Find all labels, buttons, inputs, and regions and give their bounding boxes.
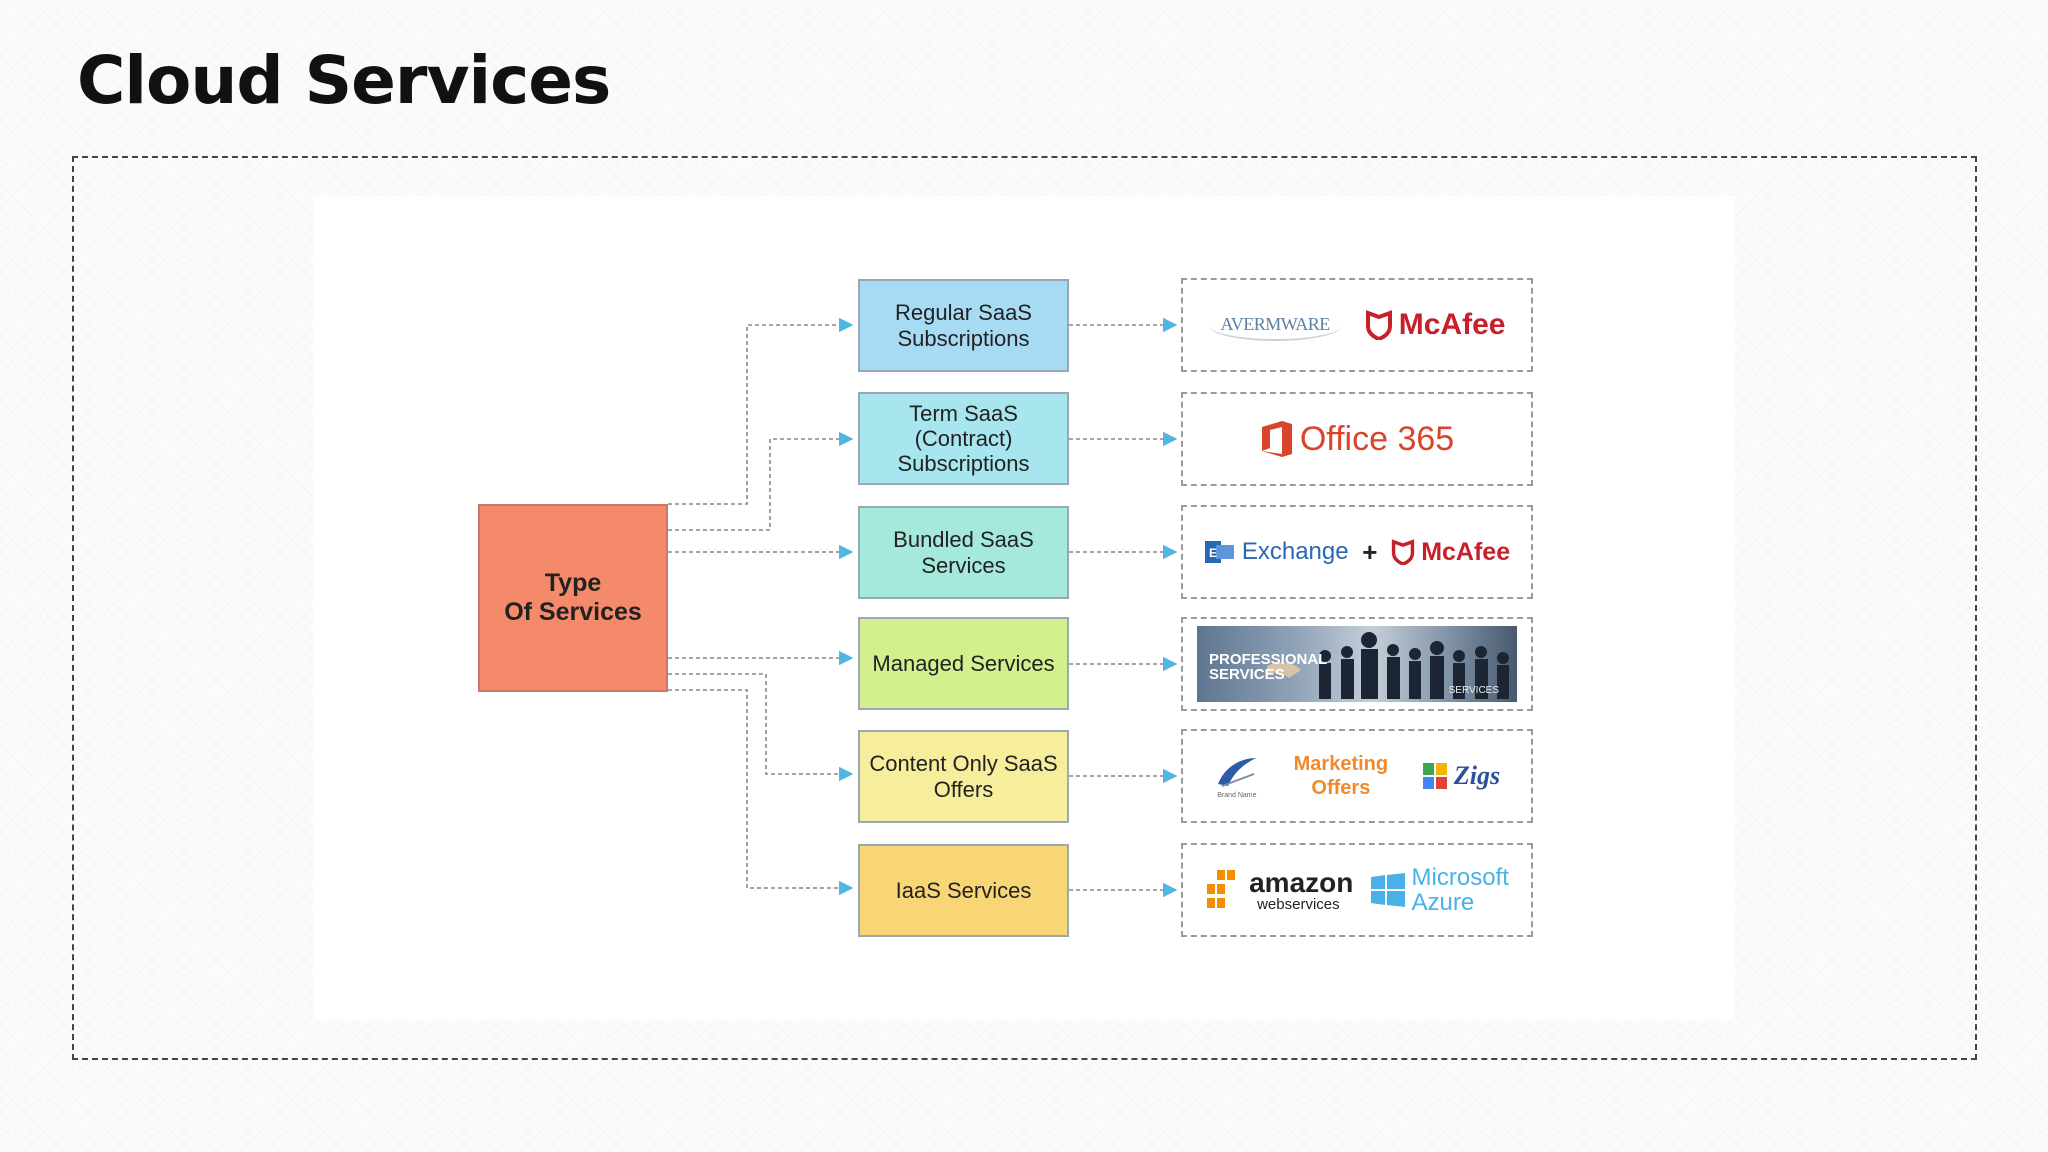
diagram-frame bbox=[72, 156, 1977, 1060]
windows-icon bbox=[1370, 873, 1405, 907]
office-icon bbox=[1261, 421, 1292, 457]
category-content-only-saas: Content Only SaaS Offers bbox=[858, 730, 1069, 823]
svg-text:E: E bbox=[1209, 546, 1217, 560]
webservices-label: webservices bbox=[1257, 895, 1340, 913]
business-people-illustration bbox=[1267, 632, 1509, 699]
mcafee-logo: McAfee bbox=[1365, 308, 1505, 342]
category-managed-services: Managed Services bbox=[858, 617, 1069, 710]
mcafee-logo-small: McAfee bbox=[1391, 538, 1510, 567]
professional-services-label: PROFESSIONAL SERVICES bbox=[1209, 651, 1328, 683]
vendor-box-content-only: Brand Name Marketing Offers Zigs bbox=[1181, 729, 1533, 823]
zigs-logo: Zigs bbox=[1422, 761, 1500, 791]
marketing-offers-logo: Marketing Offers bbox=[1293, 753, 1389, 799]
plus-sign: + bbox=[1362, 536, 1378, 567]
avermware-logo: AVERMWARE bbox=[1208, 310, 1342, 341]
services-caption: SERVICES bbox=[1448, 685, 1499, 696]
exchange-icon: E bbox=[1204, 541, 1234, 563]
brand-swoosh-icon bbox=[1217, 757, 1256, 787]
exchange-logo: E Exchange bbox=[1204, 538, 1349, 566]
azure-line-2: Azure bbox=[1411, 889, 1475, 916]
mcafee-shield-icon bbox=[1365, 310, 1392, 340]
category-iaas-services: IaaS Services bbox=[858, 844, 1069, 937]
professional-services-photo: PROFESSIONAL SERVICES SERVICES bbox=[1197, 626, 1517, 702]
vendor-box-managed-services: PROFESSIONAL SERVICES SERVICES bbox=[1181, 617, 1533, 711]
amazon-web-services-logo: amazon webservices bbox=[1205, 868, 1353, 912]
vendor-box-bundled-saas: E Exchange + McAfee bbox=[1181, 505, 1533, 599]
category-bundled-saas: Bundled SaaS Services bbox=[858, 506, 1069, 599]
mcafee-shield-icon bbox=[1392, 539, 1415, 565]
type-of-services-box: Type Of Services bbox=[478, 504, 668, 692]
office-365-logo: Office 365 bbox=[1260, 419, 1454, 459]
microsoft-azure-logo: Microsoft Azure bbox=[1370, 865, 1509, 915]
category-regular-saas: Regular SaaS Subscriptions bbox=[858, 279, 1069, 372]
category-term-saas: Term SaaS (Contract) Subscriptions bbox=[858, 392, 1069, 485]
zigs-icon bbox=[1422, 763, 1447, 789]
amazon-label: amazon bbox=[1249, 866, 1354, 898]
aws-cubes-icon bbox=[1207, 870, 1236, 908]
brand-name-logo: Brand Name bbox=[1214, 754, 1260, 799]
vendor-box-iaas: amazon webservices Microsoft Azure bbox=[1181, 843, 1533, 937]
vendor-box-term-saas: Office 365 bbox=[1181, 392, 1533, 486]
azure-line-1: Microsoft bbox=[1411, 863, 1509, 891]
vendor-box-regular-saas: AVERMWARE McAfee bbox=[1181, 278, 1533, 372]
slide-title: Cloud Services bbox=[77, 42, 611, 119]
